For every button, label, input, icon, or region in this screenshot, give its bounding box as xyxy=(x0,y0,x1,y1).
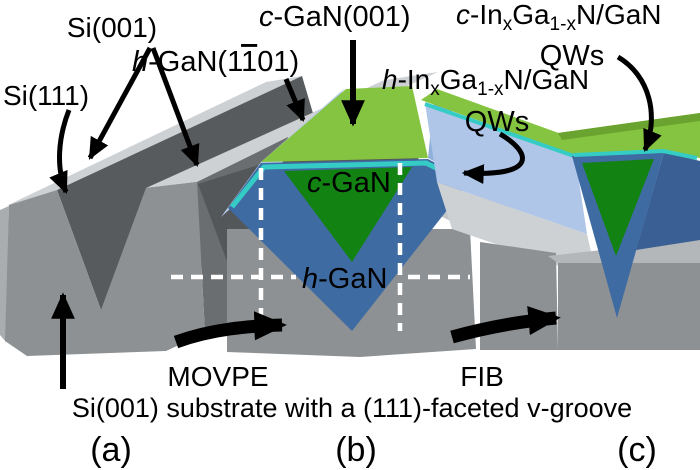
cgan-top-facet-c-back-edge xyxy=(558,113,700,140)
label-hgan-cross-section: h-GaN xyxy=(302,263,387,295)
label-c-ingan-qws: c-InxGa1-xN/GaN xyxy=(456,0,662,35)
label-fib: FIB xyxy=(460,361,504,392)
cgan-top-strip-c-left xyxy=(421,89,589,155)
h-qws-pointer-arrow xyxy=(461,131,525,184)
si001-pointer-arrow-left xyxy=(87,46,153,160)
label-h-ingan-qws: h-InxGa1-xN/GaN xyxy=(382,64,589,100)
label-hgan-facet: h-GaN(1101) xyxy=(132,46,299,78)
label-cgan-cross-section: c-GaN xyxy=(307,167,391,199)
si001-pointer-arrow-right xyxy=(150,47,200,168)
si-top-surface-c xyxy=(437,182,597,279)
fib-process-arrow xyxy=(450,306,561,344)
label-si001: Si(001) xyxy=(67,12,157,43)
text-labels: Si(001) Si(111) h-GaN(1101) c-GaN(001) c… xyxy=(3,0,662,469)
label-c-qws-line2: QWs xyxy=(540,40,604,72)
hgan-facet-pointer-arrow xyxy=(283,78,306,123)
c-qws-pointer-arrow xyxy=(616,54,662,153)
label-cgan001: c-GaN(001) xyxy=(259,1,411,33)
label-si111: Si(111) xyxy=(3,80,89,111)
figure-caption: Si(001) substrate with a (111)-faceted v… xyxy=(72,393,632,423)
cgan-cross-section-v xyxy=(284,167,412,262)
si111-pointer-arrow xyxy=(49,109,72,195)
panel-label-c: (c) xyxy=(617,431,657,469)
si-block-c-front-main-face xyxy=(558,263,700,350)
hgan-right-flank-facet-c xyxy=(636,152,700,250)
movpe-process-arrow xyxy=(173,311,287,349)
label-movpe: MOVPE xyxy=(167,361,268,392)
si-top-surface-left-strip xyxy=(6,76,302,206)
label-h-qws-line2: QWs xyxy=(465,106,529,138)
annotation-arrows xyxy=(49,40,662,389)
panel-label-a: (a) xyxy=(90,431,132,469)
panel-label-b: (b) xyxy=(335,431,377,469)
qw-cyan-layer-c-top xyxy=(573,148,698,160)
qw-cyan-layer-c-left xyxy=(424,102,575,158)
cgan-lamella-v xyxy=(582,159,654,256)
